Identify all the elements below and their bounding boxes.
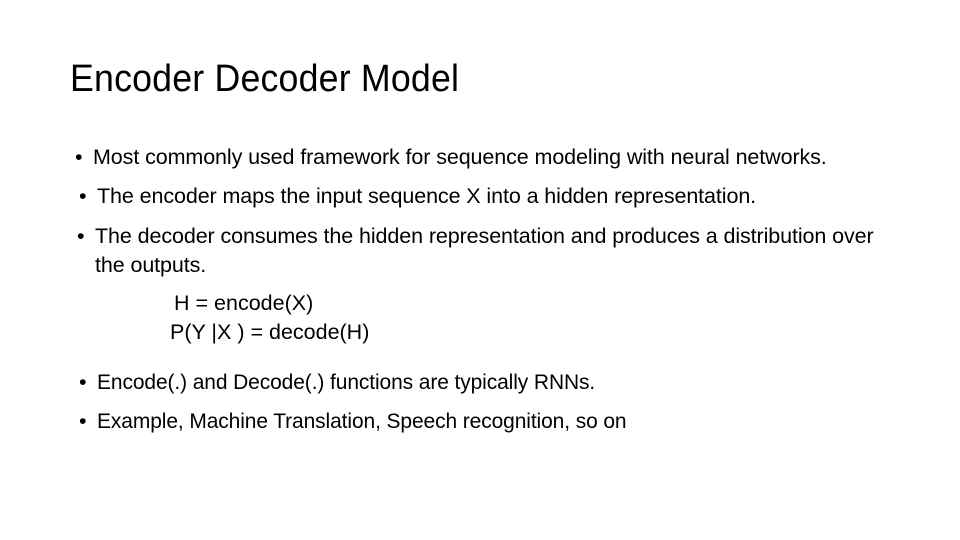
bullet-item-3: • The decoder consumes the hidden repres… <box>70 222 925 280</box>
bullet-text: Most commonly used framework for sequenc… <box>93 145 827 169</box>
equation-encode: H = encode(X) <box>174 291 314 315</box>
equation-group: H = encode(X) P(Y |X ) = decode(H) <box>70 289 925 347</box>
bullet-glyph-icon: • <box>77 224 85 248</box>
bullet-item-2: • The encoder maps the input sequence X … <box>70 182 925 211</box>
bullet-text: Example, Machine Translation, Speech rec… <box>97 409 627 433</box>
bullet-item-4: • Encode(.) and Decode(.) functions are … <box>70 368 925 397</box>
bullet-glyph-icon: • <box>79 184 87 208</box>
slide-title: Encoder Decoder Model <box>70 58 460 100</box>
bullet-item-1: • Most commonly used framework for seque… <box>70 143 925 172</box>
bullet-glyph-icon: • <box>75 145 83 169</box>
equation-decode: P(Y |X ) = decode(H) <box>170 320 370 344</box>
slide-body: • Most commonly used framework for seque… <box>70 143 925 436</box>
bullet-glyph-icon: • <box>79 370 87 394</box>
bullet-text: Encode(.) and Decode(.) functions are ty… <box>97 370 596 394</box>
bullet-glyph-icon: • <box>79 409 87 433</box>
bullet-text: The encoder maps the input sequence X in… <box>97 184 757 208</box>
bullet-item-5: • Example, Machine Translation, Speech r… <box>70 407 925 436</box>
bullet-text: The decoder consumes the hidden represen… <box>95 224 874 277</box>
